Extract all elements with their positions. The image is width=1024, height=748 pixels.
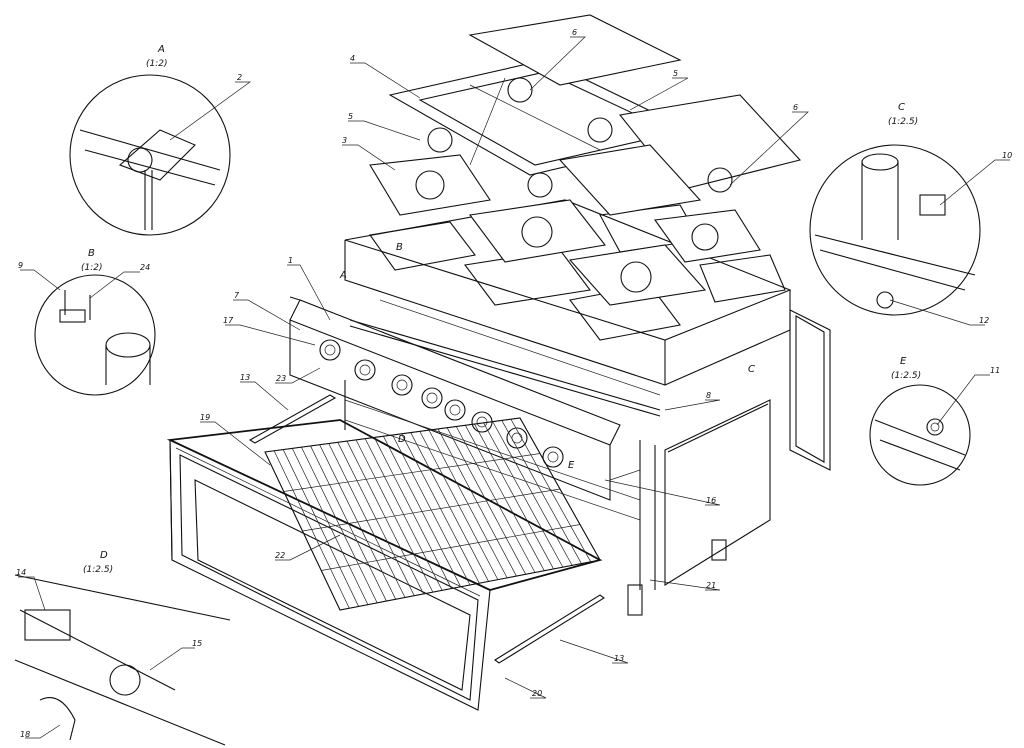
marker-d: D <box>398 434 406 445</box>
callout-1: 1 <box>288 256 293 265</box>
callout-20: 20 <box>532 689 542 698</box>
callout-17: 17 <box>223 316 234 325</box>
callout-7: 7 <box>234 291 240 300</box>
range-body <box>289 199 831 616</box>
detail-view-d <box>14 574 231 746</box>
detail-label-a: A <box>157 44 165 55</box>
callout-15: 15 <box>192 639 202 648</box>
marker-b: B <box>396 242 403 253</box>
detail-view-c <box>809 144 981 316</box>
detail-view-b <box>34 274 156 396</box>
callout-3: 3 <box>342 136 347 145</box>
callout-6-right: 6 <box>793 103 798 112</box>
detail-scale-b: (1:2) <box>81 263 103 273</box>
callout-23: 23 <box>276 374 286 383</box>
callout-2: 2 <box>237 73 242 82</box>
detail-view-a <box>69 74 231 236</box>
callout-13-bottom: 13 <box>614 654 624 663</box>
callout-8: 8 <box>706 391 711 400</box>
pan-supports <box>388 14 802 216</box>
callout-24: 24 <box>140 263 150 272</box>
detail-scale-a: (1:2) <box>146 59 168 69</box>
callout-11: 11 <box>990 366 1000 375</box>
callout-22: 22 <box>275 551 285 560</box>
detail-scale-e: (1:2.5) <box>891 371 921 381</box>
callout-16: 16 <box>706 496 716 505</box>
callout-5-left: 5 <box>348 112 353 121</box>
callout-13-top: 13 <box>240 373 250 382</box>
detail-label-d: D <box>100 550 108 561</box>
detail-view-e <box>869 384 971 486</box>
callout-9: 9 <box>18 261 23 270</box>
callout-19: 19 <box>200 413 210 422</box>
marker-c: C <box>748 364 755 375</box>
callout-4: 4 <box>350 54 355 63</box>
control-knobs <box>319 339 564 468</box>
callout-numbers: 4 6 5 5 3 6 2 10 12 11 1 7 17 23 13 19 2… <box>16 28 1012 739</box>
detail-label-b: B <box>88 248 95 259</box>
callout-12: 12 <box>979 316 989 325</box>
callout-18: 18 <box>20 730 30 739</box>
callout-6-top: 6 <box>572 28 577 37</box>
marker-a: A <box>339 270 347 281</box>
callout-5-right: 5 <box>673 69 678 78</box>
callout-10: 10 <box>1002 151 1012 160</box>
callout-14: 14 <box>16 568 26 577</box>
callout-21: 21 <box>706 581 716 590</box>
oven-rack <box>264 417 601 611</box>
drip-trays <box>369 154 761 306</box>
detail-scale-c: (1:2.5) <box>888 117 918 127</box>
detail-label-e: E <box>900 356 907 367</box>
detail-label-c: C <box>898 102 905 113</box>
leader-lines <box>18 36 1010 739</box>
detail-scale-d: (1:2.5) <box>83 565 113 575</box>
marker-e: E <box>568 460 575 471</box>
